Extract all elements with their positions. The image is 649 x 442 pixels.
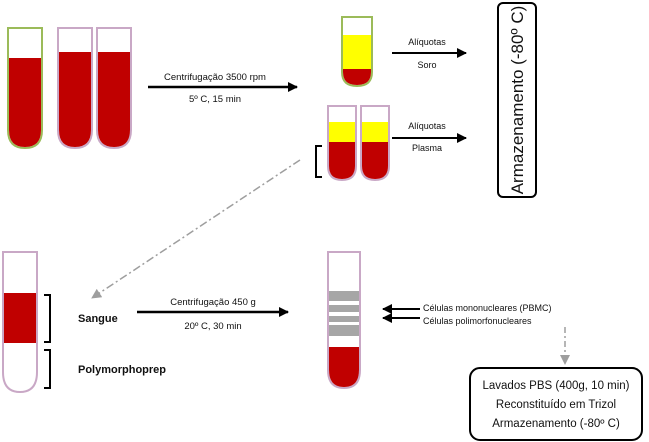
serum-label: Soro bbox=[417, 60, 436, 70]
centrifuge-top-line1: Centrifugação 3500 rpm bbox=[164, 72, 266, 83]
plasma-tube-2 bbox=[360, 105, 390, 182]
sangue-label: Sangue bbox=[78, 313, 118, 325]
layered-tube bbox=[1, 251, 38, 394]
serum-tube bbox=[341, 16, 373, 88]
serum-aliquot-label: Alíquotas bbox=[408, 37, 446, 47]
whole-blood-tube-1 bbox=[7, 27, 43, 150]
sangue-bracket bbox=[44, 294, 51, 343]
pbmc-label: Células mononucleares (PBMC) bbox=[423, 303, 552, 313]
plasma-aliquot-label: Alíquotas bbox=[408, 121, 446, 131]
polymorphoprep-bracket bbox=[44, 349, 51, 389]
storage-label: Armazenamento (-80º C) bbox=[508, 6, 527, 195]
final-box-line2: Reconstituído em Trizol bbox=[496, 399, 616, 411]
plasma-bracket bbox=[315, 145, 322, 178]
dashed-transfer-arrow bbox=[91, 159, 301, 299]
centrifuge-bottom-line2: 20º C, 30 min bbox=[184, 321, 241, 332]
plasma-tube-1 bbox=[327, 105, 357, 182]
separated-tube bbox=[327, 251, 361, 390]
centrifuge-bottom-line1: Centrifugação 450 g bbox=[170, 297, 256, 308]
storage-box bbox=[497, 2, 537, 198]
plasma-label: Plasma bbox=[412, 143, 442, 153]
whole-blood-tube-2 bbox=[57, 27, 93, 150]
centrifuge-top-line2: 5º C, 15 min bbox=[189, 94, 241, 105]
final-box-line1: Lavados PBS (400g, 10 min) bbox=[482, 380, 629, 392]
final-box-line3: Armazenamento (-80º C) bbox=[492, 418, 620, 430]
final-process-box bbox=[469, 367, 643, 441]
polymorphoprep-label: Polymorphoprep bbox=[78, 364, 166, 376]
whole-blood-tube-3 bbox=[96, 27, 132, 150]
pmn-label: Células polimorfonucleares bbox=[423, 316, 532, 326]
